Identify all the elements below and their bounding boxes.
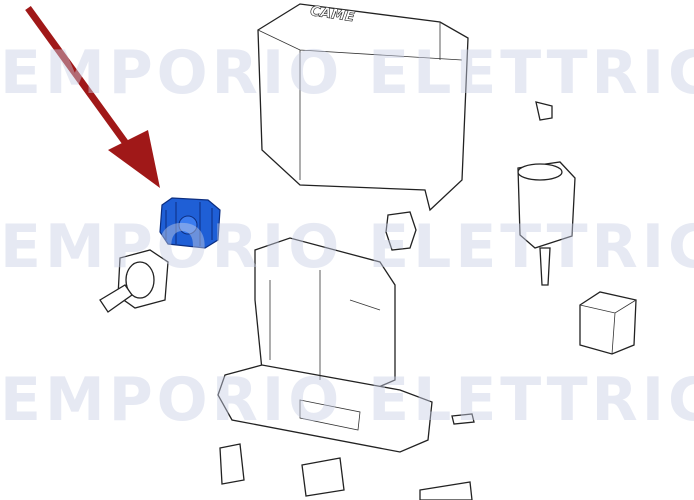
small-parts xyxy=(219,101,553,500)
highlighted-part-encoder[interactable] xyxy=(159,197,221,249)
cover-logo: CAME xyxy=(309,3,356,25)
base-housing xyxy=(217,237,433,453)
electric-motor xyxy=(517,161,576,286)
pointer-arrow-icon xyxy=(25,5,160,188)
motor-cover: CAME xyxy=(257,3,469,212)
gear-shaft-part xyxy=(99,249,169,313)
transformer xyxy=(579,291,637,355)
